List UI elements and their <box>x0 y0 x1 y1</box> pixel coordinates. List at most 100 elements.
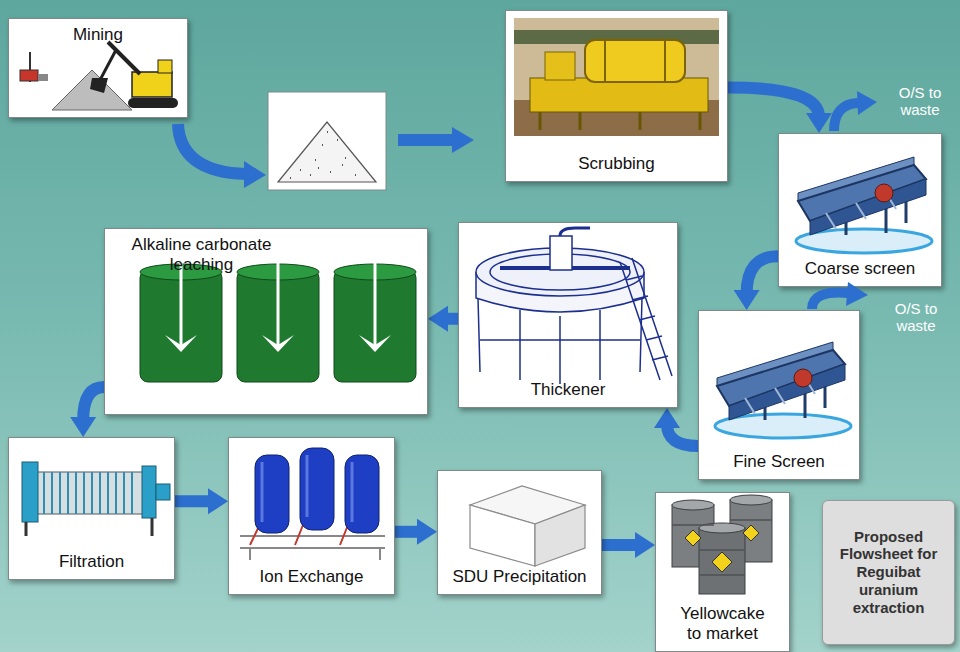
flow-arrow <box>70 387 104 437</box>
precipitation-tank <box>470 486 585 566</box>
thickener-tank <box>500 266 630 270</box>
ion-exchange-columns <box>300 448 334 530</box>
scrubber-photo <box>540 112 700 130</box>
arrow-head <box>635 532 655 558</box>
arrow-head <box>417 519 437 545</box>
ion-exchange-columns <box>240 536 385 560</box>
mining-illustration <box>100 50 116 80</box>
flow-arrow <box>734 256 778 310</box>
filter-press <box>22 462 170 536</box>
product-box: Yellowcake to market <box>655 492 790 652</box>
process-box: Filtration <box>8 437 175 580</box>
filter-press <box>34 472 144 514</box>
mining-illustration <box>128 98 178 108</box>
arrow-head <box>208 488 228 514</box>
mining-illustration <box>90 78 108 93</box>
process-box: Scrubbing <box>505 10 728 182</box>
thickener-tank <box>480 339 640 341</box>
scrubber-photo <box>545 52 575 80</box>
vibrating-screen <box>729 364 845 420</box>
vibrating-screen <box>715 414 851 438</box>
yellowcake-drums <box>672 500 714 510</box>
yellowcake-drums <box>672 520 772 575</box>
flow-arrow <box>857 91 877 115</box>
mining-illustration <box>20 70 38 81</box>
thickener-tank <box>476 272 644 312</box>
node-label: Coarse screen <box>805 259 916 279</box>
vibrating-screen <box>816 195 906 235</box>
leach-tank <box>140 264 222 280</box>
leach-tank <box>140 270 222 382</box>
ion-exchange-columns <box>345 455 379 533</box>
node-label: Proposed Flowsheet for Reguibat uranium … <box>833 528 945 616</box>
flow-arrow <box>728 87 832 133</box>
mining-illustration <box>38 74 48 81</box>
vibrating-screen <box>826 193 896 229</box>
flow-arrow <box>178 91 877 309</box>
vibrating-screen <box>875 184 893 202</box>
yellowcake-drums <box>672 505 714 567</box>
yellowcake-drums <box>730 495 772 505</box>
flow-arrow <box>834 103 858 131</box>
arrow-head <box>428 306 448 332</box>
node-label: Alkaline carbonate leaching <box>119 235 284 275</box>
thickener-tank <box>550 236 572 270</box>
yellowcake-drums <box>743 525 759 541</box>
leach-tank <box>165 335 197 352</box>
vibrating-screen <box>810 179 926 235</box>
yellowcake-drums <box>699 523 745 533</box>
arrow-head <box>70 417 96 437</box>
node-label: Ion Exchange <box>260 567 364 587</box>
vibrating-screen <box>717 350 845 406</box>
scrubber-photo <box>530 78 708 112</box>
thickener-tank <box>476 228 672 384</box>
precipitation-tank <box>535 505 585 566</box>
arrow-head <box>734 290 760 310</box>
waste-label: O/S to waste <box>884 84 956 119</box>
flow-arrow <box>178 124 246 174</box>
stockpile <box>268 92 386 190</box>
leach-tank <box>277 262 280 345</box>
arrow-shaft <box>747 256 778 294</box>
leach-tank <box>334 270 416 382</box>
flow-arrow <box>812 293 848 309</box>
thickener-tank <box>560 228 590 236</box>
process-box: Thickener <box>458 222 678 408</box>
note-box: Proposed Flowsheet for Reguibat uranium … <box>822 500 955 645</box>
thickener-tank <box>476 248 644 296</box>
leach-tank <box>180 262 183 345</box>
arrow-shaft <box>728 87 819 117</box>
process-box: Ion Exchange <box>228 437 395 595</box>
node-label: Fine Screen <box>733 452 825 472</box>
vibrating-screen <box>796 229 932 253</box>
scrubber-photo <box>604 41 606 81</box>
mining-illustration <box>158 60 172 73</box>
scrubber-photo <box>514 18 719 136</box>
leach-tank <box>237 264 319 280</box>
yellowcake-drums <box>712 552 732 572</box>
ion-exchange-columns <box>262 455 352 522</box>
arrow-head <box>654 408 680 428</box>
arrow-head <box>806 113 832 133</box>
flow-arrow <box>428 306 458 332</box>
mining-illustration <box>20 42 178 110</box>
scrubber-photo <box>664 41 666 81</box>
filter-press <box>156 484 170 500</box>
scrubber-photo <box>514 100 719 136</box>
node-label: Filtration <box>59 552 124 572</box>
node-label: Yellowcake to market <box>673 604 773 644</box>
precipitation-tank <box>470 505 535 566</box>
vibrating-screen <box>796 157 932 253</box>
vibrating-screen <box>735 380 825 420</box>
node-label: SDU Precipitation <box>452 567 586 587</box>
ion-exchange-columns <box>240 448 385 560</box>
yellowcake-drums <box>730 500 772 562</box>
flow-arrow <box>175 488 228 514</box>
process-box: SDU Precipitation <box>437 470 602 595</box>
thickener-tank <box>478 298 642 384</box>
node-label: Thickener <box>531 380 606 400</box>
node-label: Scrubbing <box>578 154 655 174</box>
arrow-shaft <box>602 539 639 551</box>
filter-press <box>44 472 132 514</box>
